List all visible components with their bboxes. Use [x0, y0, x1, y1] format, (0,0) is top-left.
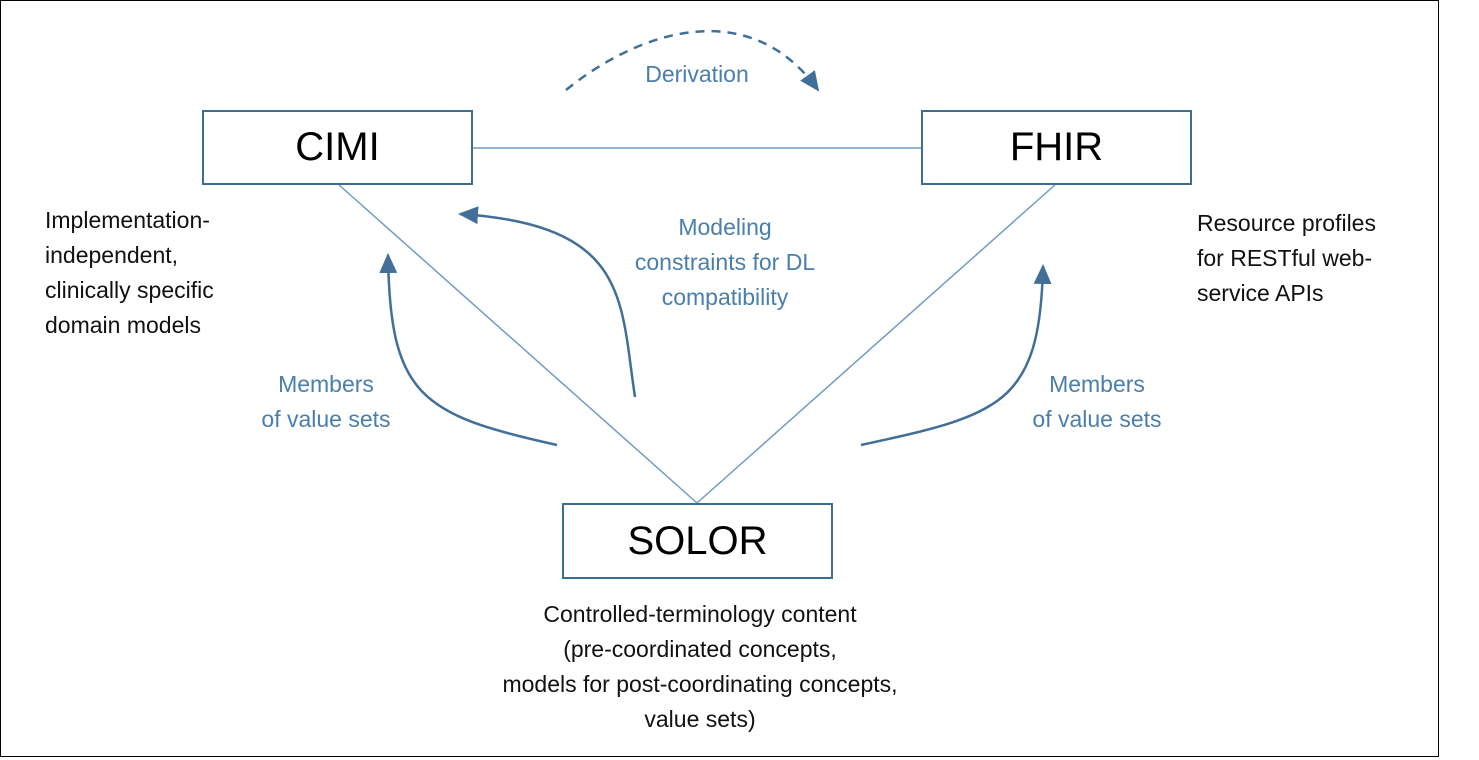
members-cimi-label-line: of value sets	[261, 406, 391, 432]
cimi-description: Implementation- independent, clinically …	[45, 203, 214, 343]
members-cimi-arrow	[379, 253, 558, 447]
members-fhir-label-line: Members	[1049, 371, 1145, 397]
fhir-description-line: Resource profiles	[1197, 210, 1376, 236]
fhir-description-line: service APIs	[1197, 280, 1324, 306]
fhir-label: FHIR	[1009, 125, 1104, 169]
fhir-box: FHIR	[921, 110, 1192, 185]
members-fhir-label: Members of value sets	[1007, 367, 1187, 437]
solor-description-line: Controlled-terminology content	[543, 601, 857, 627]
cimi-description-line: clinically specific	[45, 277, 214, 303]
solor-label: SOLOR	[627, 518, 768, 563]
cimi-description-line: Implementation-	[45, 207, 210, 233]
derivation-label-text: Derivation	[645, 61, 749, 87]
modeling-arrow	[458, 206, 637, 398]
solor-description-line: models for post-coordinating concepts,	[502, 671, 898, 697]
cimi-label: CIMI	[295, 125, 380, 169]
members-fhir-label-line: of value sets	[1032, 406, 1162, 432]
derivation-arrow	[565, 30, 820, 92]
connector-fhir-solor	[696, 183, 1057, 504]
connector-cimi-solor	[337, 183, 698, 504]
modeling-label-line: constraints for DL	[634, 249, 816, 275]
fhir-description: Resource profiles for RESTful web- servi…	[1197, 206, 1376, 311]
cimi-box: CIMI	[202, 110, 473, 185]
modeling-label-line: compatibility	[661, 284, 789, 310]
derivation-label: Derivation	[617, 57, 777, 92]
modeling-label: Modeling constraints for DL compatibilit…	[600, 210, 850, 315]
solor-description-line: (pre-coordinated concepts,	[563, 636, 837, 662]
fhir-description-line: for RESTful web-	[1197, 245, 1373, 271]
solor-description-line: value sets)	[644, 706, 756, 732]
members-cimi-label-line: Members	[278, 371, 374, 397]
members-fhir-arrow	[860, 264, 1052, 447]
solor-box: SOLOR	[562, 503, 833, 579]
solor-description: Controlled-terminology content (pre-coor…	[440, 597, 960, 737]
cimi-description-line: independent,	[45, 242, 179, 268]
members-cimi-label: Members of value sets	[236, 367, 416, 437]
modeling-label-line: Modeling	[678, 214, 772, 240]
cimi-description-line: domain models	[45, 312, 201, 338]
